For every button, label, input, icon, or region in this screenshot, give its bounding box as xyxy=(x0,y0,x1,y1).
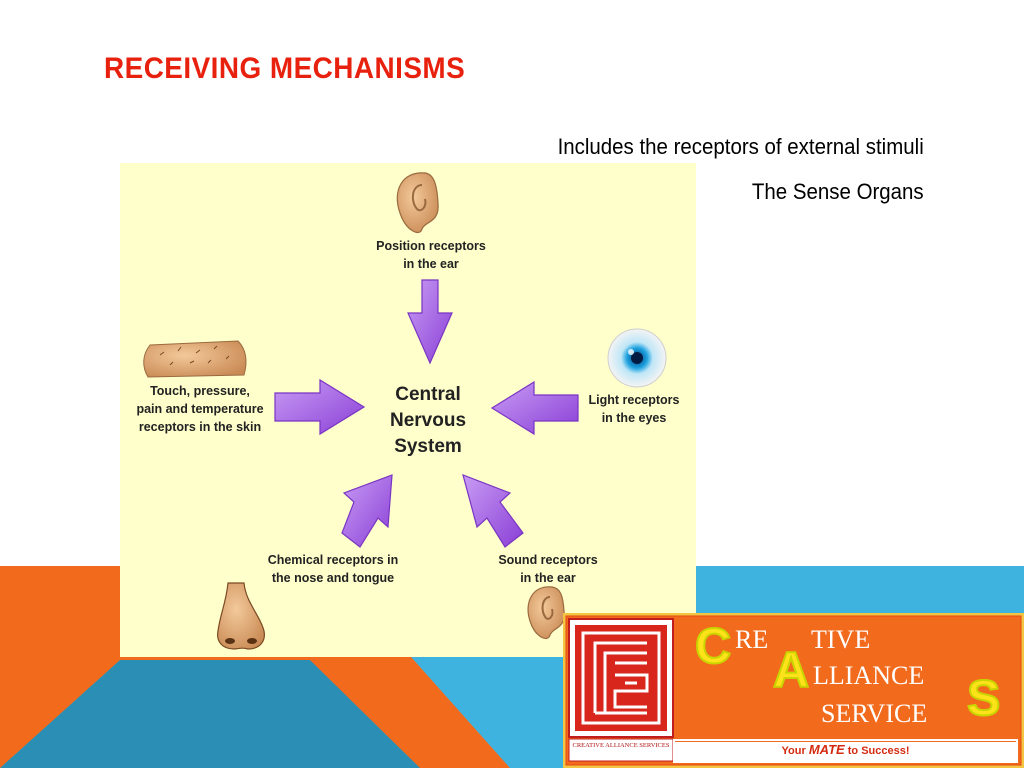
sense-organs-diagram: Central Nervous System Position receptor… xyxy=(120,163,696,657)
arrow-left xyxy=(490,380,579,436)
cns-line-1: Central xyxy=(395,384,461,405)
label-line: receptors in the skin xyxy=(138,420,262,434)
label-line: Light receptors xyxy=(588,393,680,407)
tagline-post: to Success! xyxy=(847,745,910,757)
label-line: in the ear xyxy=(520,571,576,585)
arrow-right xyxy=(274,378,366,436)
slide-title: RECEIVING MECHANISMS xyxy=(104,52,466,85)
ear-icon xyxy=(396,172,439,234)
label-line: Position receptors xyxy=(376,239,486,253)
arrow-up-right xyxy=(341,474,393,548)
label-line: in the eyes xyxy=(601,411,667,425)
central-nervous-system-label: Central Nervous System xyxy=(368,382,488,460)
tagline-pre: Your xyxy=(781,745,806,757)
sound-receptors-label: Sound receptors in the ear xyxy=(478,551,618,587)
touch-receptors-label: Touch, pressure, pain and temperature re… xyxy=(120,382,280,436)
tagline-mate: MATE xyxy=(808,742,845,757)
cns-line-2: Nervous xyxy=(389,410,467,431)
label-line: Sound receptors xyxy=(498,553,598,567)
logo-word-re: RE xyxy=(735,625,769,654)
logo-letter-s: S xyxy=(966,670,1001,726)
bullet-sense-organs: The Sense Organs xyxy=(752,179,924,204)
arrow-down xyxy=(407,279,453,365)
eye-icon xyxy=(607,328,667,388)
label-line: pain and temperature xyxy=(136,402,264,416)
logo-strip-text: CREATIVE ALLIANCE SERVICES xyxy=(572,742,670,749)
chemical-receptors-label: Chemical receptors in the nose and tongu… xyxy=(248,551,418,587)
light-receptors-label: Light receptors in the eyes xyxy=(572,391,696,427)
bullet-external-stimuli: Includes the receptors of external stimu… xyxy=(557,134,924,159)
ear-icon-bottom xyxy=(527,586,565,640)
logo-letter-c: C xyxy=(694,618,732,674)
label-line: in the ear xyxy=(403,257,459,271)
creative-alliance-logo: C RE A TIVE LLIANCE SERVICE S CREATIVE A… xyxy=(563,613,1024,768)
label-line: Chemical receptors in xyxy=(267,553,399,567)
logo-word-tive: TIVE xyxy=(811,625,871,654)
logo-word-service: SERVICE xyxy=(821,699,928,728)
cns-line-3: System xyxy=(394,436,462,457)
logo-word-lliance: LLIANCE xyxy=(813,661,925,690)
logo-letter-a: A xyxy=(772,642,810,698)
logo-tagline: Your MATE to Success! xyxy=(673,742,1018,757)
arrow-up-left xyxy=(462,474,524,548)
label-line: the nose and tongue xyxy=(271,571,395,585)
teal-triangle xyxy=(0,660,420,768)
label-line: Touch, pressure, xyxy=(150,384,250,398)
nose-icon xyxy=(217,582,265,650)
fs-monogram-icon xyxy=(581,631,661,725)
position-receptors-label: Position receptors in the ear xyxy=(356,237,506,273)
skin-icon xyxy=(143,340,247,378)
